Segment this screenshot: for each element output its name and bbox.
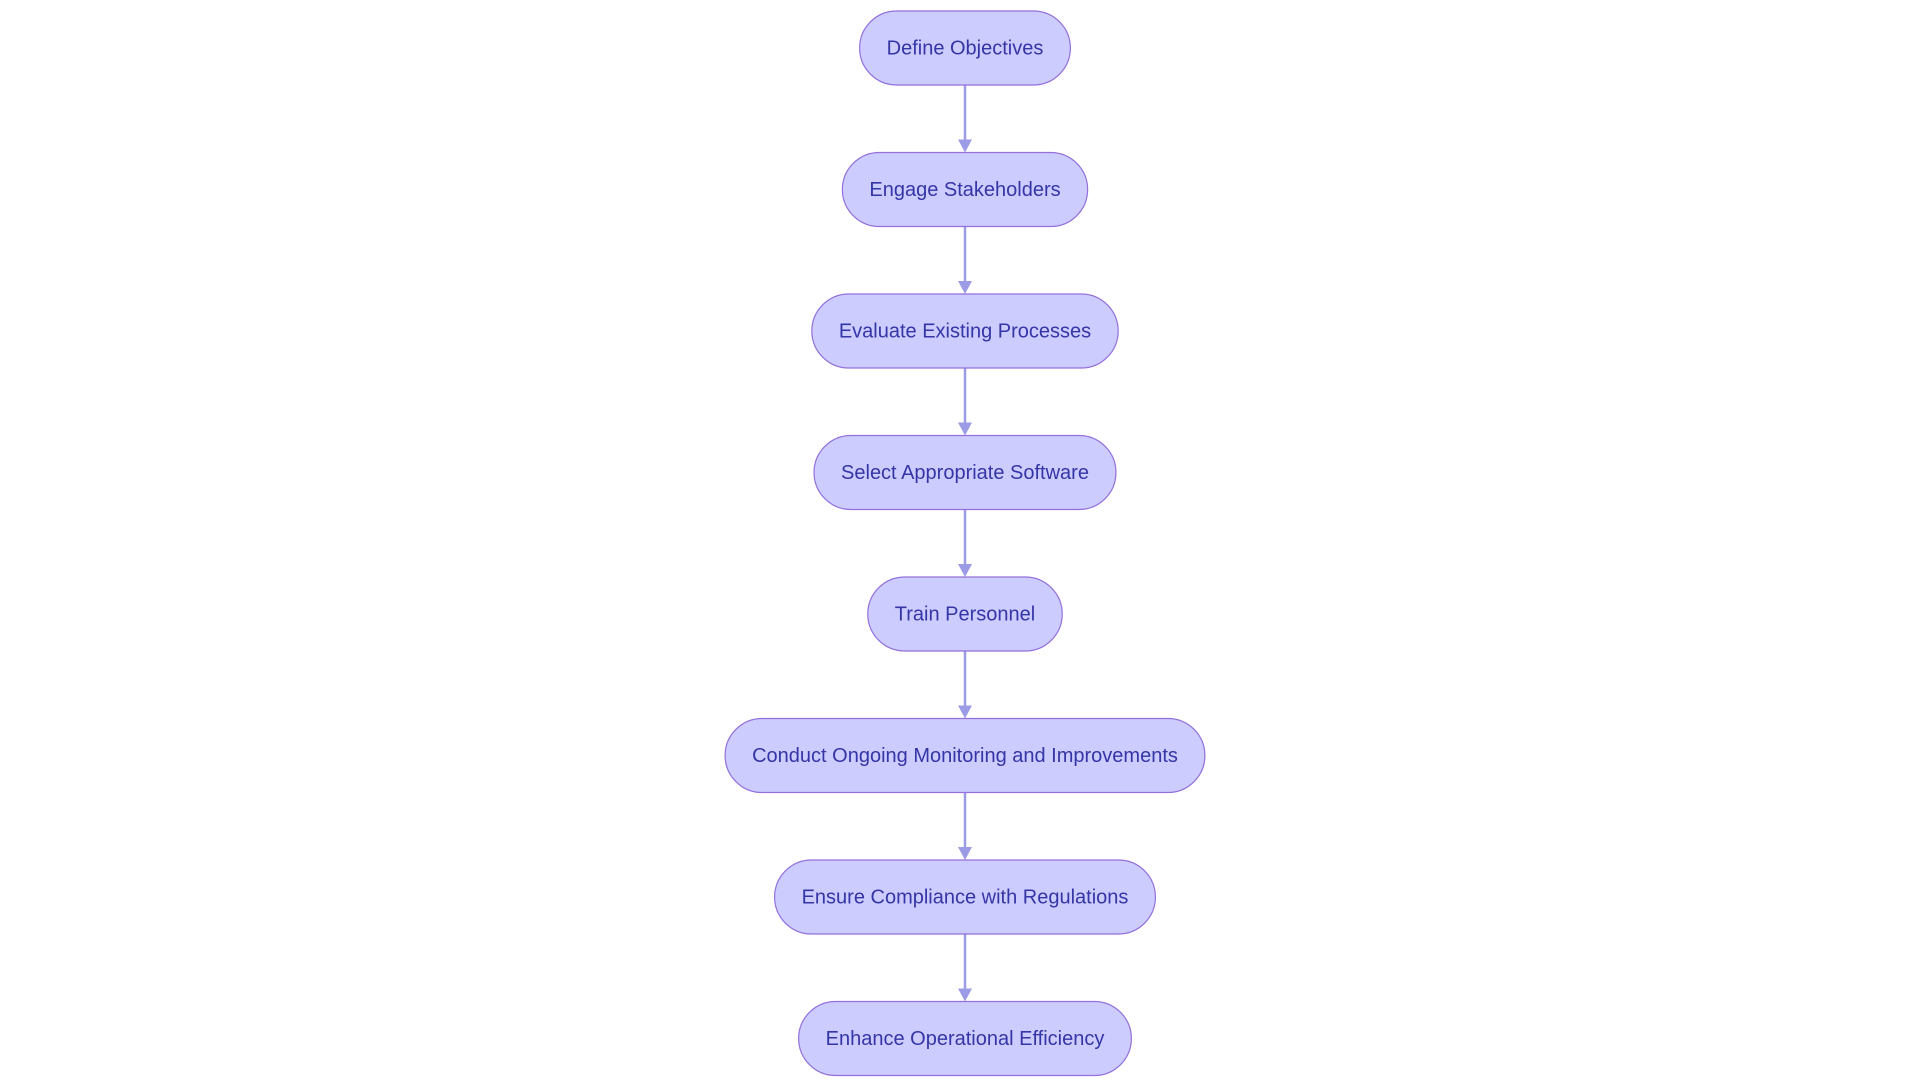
flowchart-node: Enhance Operational Efficiency [798, 1000, 1132, 1077]
flowchart-edge [958, 934, 972, 1002]
flowchart-node-label: Ensure Compliance with Regulations [802, 886, 1129, 908]
flowchart-node: Engage Stakeholders [841, 151, 1089, 228]
flowchart-edge [958, 509, 972, 577]
flowchart-node-shape [841, 151, 1089, 228]
flowchart-node: Ensure Compliance with Regulations [773, 859, 1157, 935]
arrow-head-icon [958, 705, 972, 719]
flowchart-node-label: Engage Stakeholders [869, 179, 1060, 201]
arrow-head-icon [958, 988, 972, 1002]
flowchart-node: Define Objectives [859, 10, 1071, 86]
flowchart-edges [958, 85, 972, 1002]
flowchart-edge [958, 792, 972, 860]
flowchart-node-label: Enhance Operational Efficiency [826, 1028, 1105, 1050]
flowchart-node: Evaluate Existing Processes [811, 293, 1119, 369]
flowchart-node: Train Personnel [867, 576, 1063, 652]
flowchart-node: Conduct Ongoing Monitoring and Improveme… [724, 717, 1206, 794]
arrow-head-icon [958, 281, 972, 294]
flowchart-node-shape [811, 293, 1119, 369]
flowchart-node: Select Appropriate Software [813, 434, 1117, 511]
flowchart-edge [958, 85, 972, 153]
arrow-head-icon [958, 564, 972, 577]
flowchart-node-shape [773, 859, 1157, 935]
flowchart-node-label: Conduct Ongoing Monitoring and Improveme… [752, 745, 1178, 767]
arrow-head-icon [958, 139, 972, 153]
flowchart-node-shape [724, 717, 1206, 794]
flowchart-node-shape [859, 10, 1071, 86]
flowchart-node-shape [867, 576, 1063, 652]
arrow-head-icon [958, 847, 972, 860]
flowchart-edge [958, 368, 972, 436]
flowchart-node-shape [798, 1000, 1132, 1077]
flowchart-edge [958, 651, 972, 719]
flowchart-node-label: Select Appropriate Software [841, 462, 1089, 484]
flowchart-node-shape [813, 434, 1117, 511]
flowchart-node-label: Train Personnel [895, 603, 1035, 625]
flowchart-node-label: Define Objectives [887, 37, 1044, 59]
arrow-head-icon [958, 422, 972, 436]
flowchart-edge [958, 226, 972, 294]
flowchart-node-label: Evaluate Existing Processes [839, 320, 1091, 342]
